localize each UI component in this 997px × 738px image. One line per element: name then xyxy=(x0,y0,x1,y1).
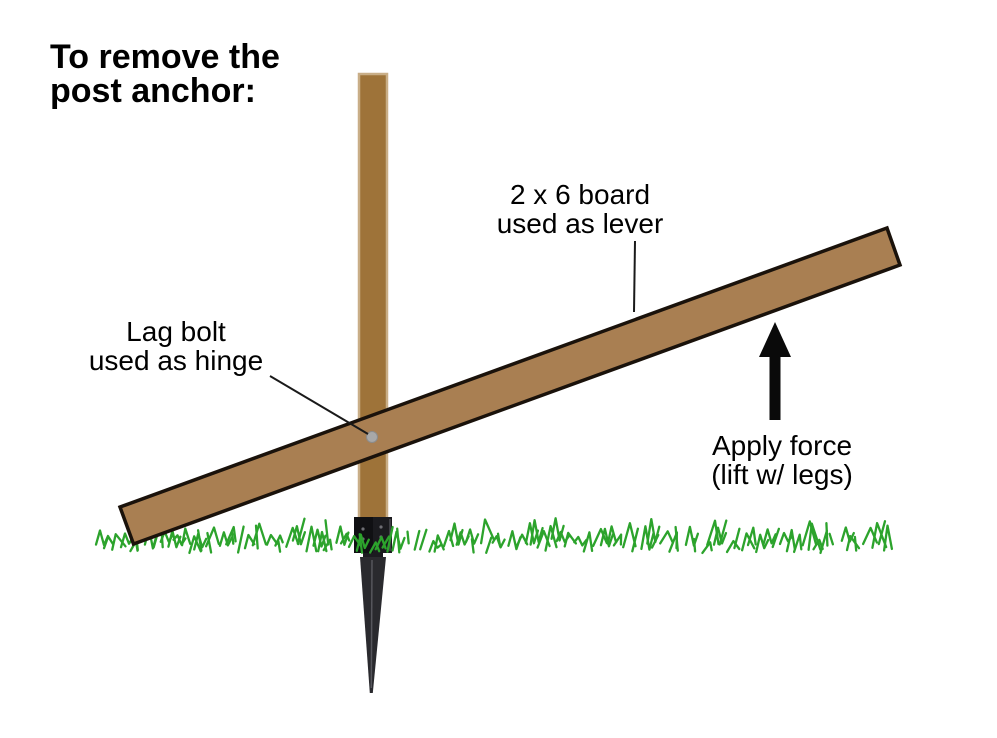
page-title: To remove the post anchor: xyxy=(50,40,280,108)
hinge-label: Lag bolt used as hinge xyxy=(89,317,263,375)
lever-label: 2 x 6 board used as lever xyxy=(497,180,664,238)
hinge-label-line-2: used as hinge xyxy=(88,345,264,376)
lever-pointer-line xyxy=(633,240,636,313)
hinge-pointer-line xyxy=(269,375,369,435)
post-anchor-spike xyxy=(360,557,386,693)
lever-board xyxy=(117,225,903,547)
force-label: Apply force (lift w/ legs) xyxy=(711,431,853,489)
title-line-2: post anchor: xyxy=(50,72,256,110)
grass-scribbles xyxy=(94,517,894,555)
lag-bolt-dot xyxy=(366,431,378,443)
force-label-line-1: Apply force xyxy=(711,430,853,461)
force-label-line-2: (lift w/ legs) xyxy=(711,459,853,490)
hinge-label-line-1: Lag bolt xyxy=(126,316,226,347)
force-arrow-icon xyxy=(759,322,791,420)
title-line-1: To remove the xyxy=(50,38,280,76)
lever-label-line-2: used as lever xyxy=(496,208,664,239)
lever-label-line-1: 2 x 6 board xyxy=(509,179,651,210)
